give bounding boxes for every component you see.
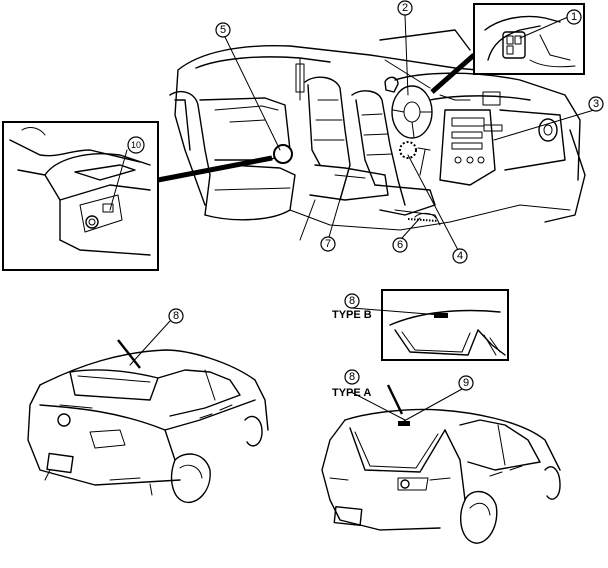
inset-pointer-lines xyxy=(157,53,476,183)
type-b-label: TYPE B xyxy=(332,309,372,321)
callout-leader-lines xyxy=(109,14,595,422)
svg-text:8: 8 xyxy=(173,310,179,322)
svg-text:9: 9 xyxy=(463,377,469,389)
svg-text:10: 10 xyxy=(131,140,141,150)
callout-6: 6 xyxy=(392,237,408,253)
svg-text:2: 2 xyxy=(402,2,408,14)
svg-text:8: 8 xyxy=(349,295,355,307)
svg-text:1: 1 xyxy=(571,11,577,23)
sedan-rear-view xyxy=(27,349,269,504)
callout-3: 3 xyxy=(588,96,604,112)
callout-8-type-b: 8 xyxy=(344,293,360,309)
callout-1: 1 xyxy=(566,9,582,25)
switch-detail-inset xyxy=(473,3,585,75)
svg-text:4: 4 xyxy=(457,250,463,262)
callout-8-sedan: 8 xyxy=(168,308,184,324)
callout-2: 2 xyxy=(397,0,413,16)
callout-8-type-a: 8 xyxy=(344,369,360,385)
type-b-rear-inset xyxy=(381,289,509,361)
svg-text:3: 3 xyxy=(593,98,599,110)
svg-text:6: 6 xyxy=(397,239,403,251)
type-a-label: TYPE A xyxy=(332,387,371,399)
svg-text:8: 8 xyxy=(349,371,355,383)
svg-text:5: 5 xyxy=(220,24,226,36)
callout-5: 5 xyxy=(215,22,231,38)
interior-cutaway xyxy=(169,29,586,241)
svg-text:7: 7 xyxy=(325,238,331,250)
callout-4: 4 xyxy=(452,248,468,264)
callout-10: 10 xyxy=(127,136,145,154)
callout-9: 9 xyxy=(458,375,474,391)
hatchback-rear-view xyxy=(321,408,561,544)
callout-7: 7 xyxy=(320,236,336,252)
